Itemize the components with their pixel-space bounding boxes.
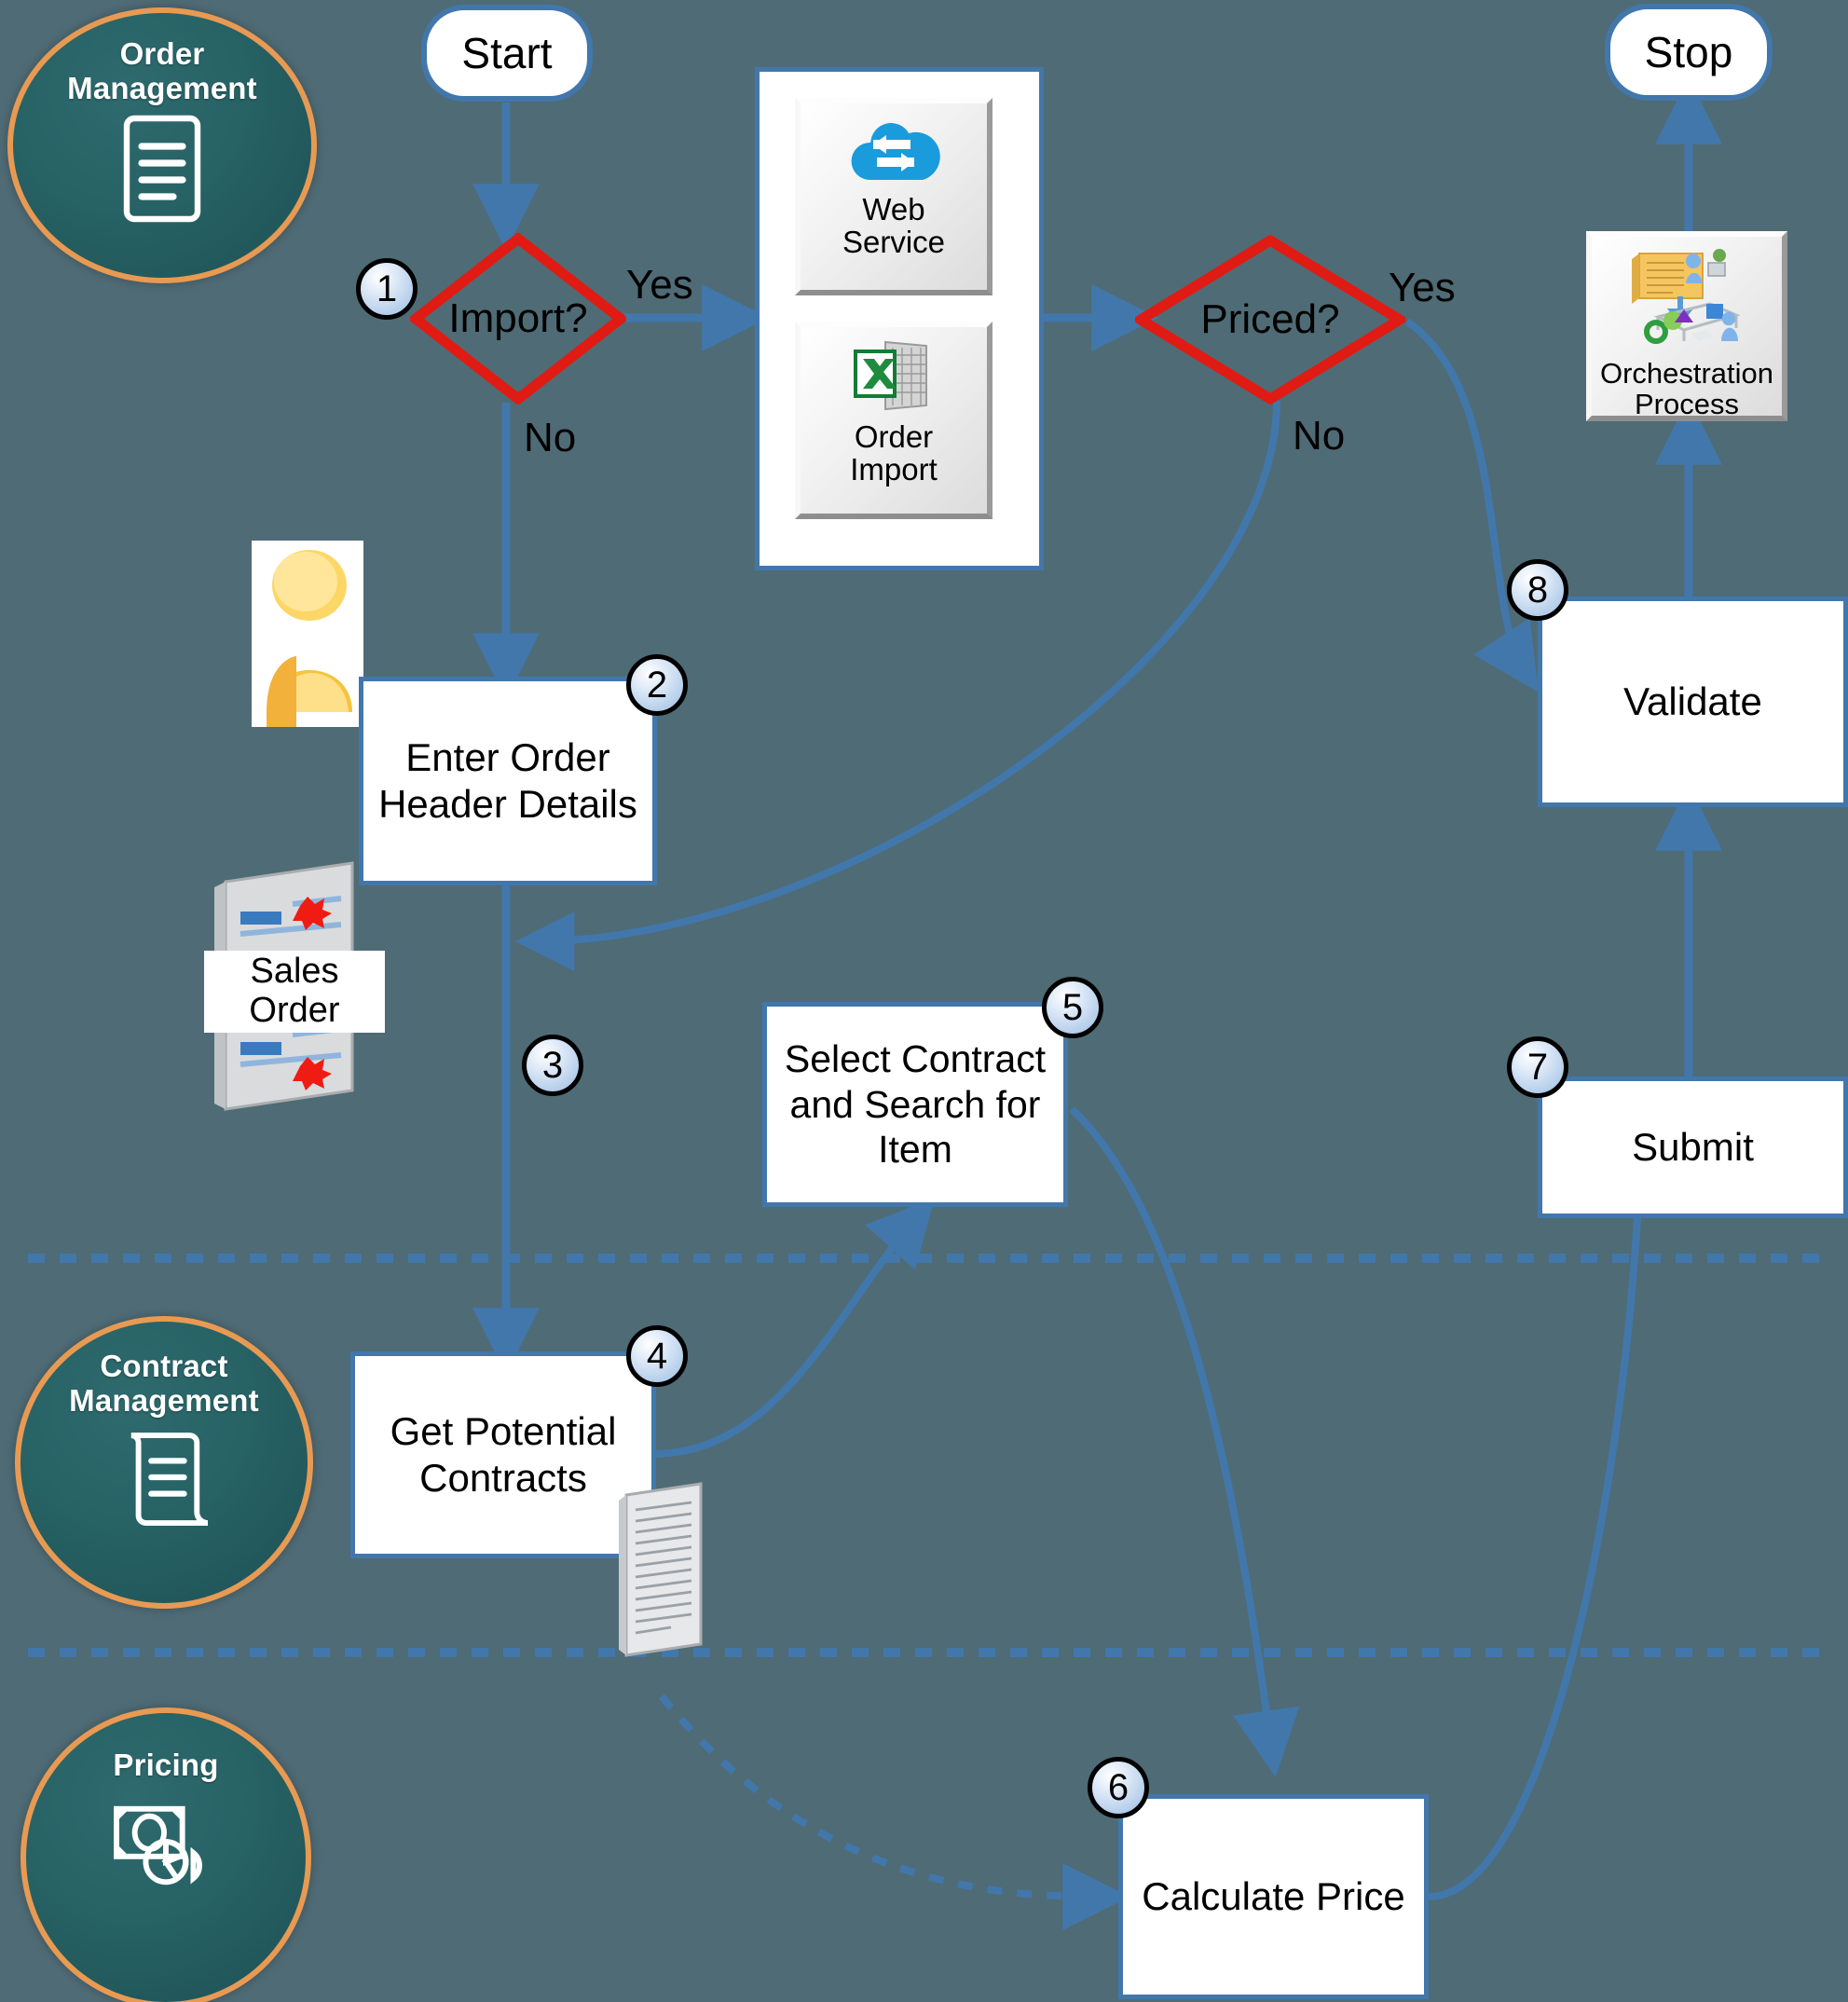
step-label: Validate bbox=[1623, 679, 1762, 724]
badge-step-4: 4 bbox=[626, 1325, 688, 1387]
edge-label-priced-no: No bbox=[1293, 413, 1346, 459]
lane-contract-management: Contract Management bbox=[15, 1316, 313, 1609]
lane-order-management-title: Order Management bbox=[67, 36, 257, 106]
badge-label: 6 bbox=[1107, 1766, 1129, 1808]
tile-label-line1: Web bbox=[862, 192, 925, 226]
sales-order-label: Sales Order bbox=[204, 951, 385, 1033]
badge-label: 1 bbox=[376, 267, 398, 309]
badge-step-5: 5 bbox=[1042, 977, 1103, 1038]
tile-order-import[interactable]: Order Import bbox=[795, 322, 992, 519]
badge-label: 2 bbox=[646, 664, 668, 706]
step-label: Select Contract and Search for Item bbox=[784, 1037, 1047, 1172]
lane-title-line2: Management bbox=[67, 70, 257, 105]
tile-orchestration-process-label: Orchestration Process bbox=[1599, 357, 1774, 420]
lane-title-line1: Order bbox=[119, 36, 205, 71]
lane-order-management: Order Management bbox=[7, 7, 317, 283]
tile-orchestration-process[interactable]: Orchestration Process bbox=[1586, 231, 1787, 421]
badge-label: 4 bbox=[646, 1335, 668, 1377]
badge-label: 3 bbox=[541, 1044, 564, 1086]
badge-step-2: 2 bbox=[626, 654, 688, 716]
lane-pricing: Pricing bbox=[21, 1707, 311, 2002]
step-calculate-price[interactable]: Calculate Price bbox=[1118, 1794, 1429, 1999]
edge-label-import-no: No bbox=[524, 415, 577, 460]
decision-import[interactable]: Import? bbox=[407, 232, 629, 405]
decision-import-shape bbox=[407, 232, 629, 405]
step-get-potential-contracts[interactable]: Get Potential Contracts bbox=[350, 1351, 656, 1558]
tile-order-import-label: Order Import bbox=[850, 419, 938, 487]
step-label: Enter Order Header Details bbox=[378, 735, 637, 826]
badge-label: 8 bbox=[1526, 569, 1549, 610]
decision-priced[interactable]: Priced? bbox=[1130, 234, 1410, 405]
document-list-icon bbox=[117, 112, 207, 230]
lane-title-line2: Management bbox=[69, 1382, 259, 1418]
terminator-start-label: Start bbox=[461, 29, 553, 77]
lane-title-line1: Pricing bbox=[113, 1748, 219, 1782]
decision-priced-label: Priced? bbox=[1200, 296, 1340, 342]
badge-label: 7 bbox=[1526, 1046, 1549, 1088]
cloud-exchange-icon bbox=[843, 113, 944, 190]
edge-label-priced-yes: Yes bbox=[1389, 265, 1456, 310]
tile-label-line1: Order bbox=[854, 419, 934, 454]
step-enter-order-header-details[interactable]: Enter Order Header Details bbox=[359, 677, 657, 885]
terminator-start[interactable]: Start bbox=[421, 5, 593, 102]
decision-import-label: Import? bbox=[448, 295, 588, 341]
edge-label-import-yes: Yes bbox=[626, 262, 693, 308]
contract-document-icon bbox=[615, 1480, 712, 1659]
tile-label-line2: Import bbox=[850, 451, 938, 487]
badge-step-7: 7 bbox=[1507, 1036, 1568, 1098]
tile-label-line2: Service bbox=[842, 224, 946, 259]
step-label: Calculate Price bbox=[1142, 1874, 1405, 1919]
badge-step-1: 1 bbox=[356, 258, 418, 320]
terminator-stop-label: Stop bbox=[1644, 28, 1733, 76]
tile-label-line2: Process bbox=[1635, 387, 1739, 420]
tile-label-line1: Orchestration bbox=[1599, 357, 1774, 390]
decision-priced-shape bbox=[1130, 234, 1410, 405]
orchestration-diagram-icon bbox=[1621, 246, 1753, 355]
badge-step-6: 6 bbox=[1088, 1757, 1149, 1818]
lane-pricing-title: Pricing bbox=[113, 1748, 218, 1783]
badge-label: 5 bbox=[1061, 986, 1084, 1028]
badge-step-8: 8 bbox=[1507, 559, 1568, 621]
terminator-stop[interactable]: Stop bbox=[1605, 4, 1773, 101]
excel-spreadsheet-icon bbox=[844, 336, 943, 418]
artifact-label-line2: Order bbox=[249, 990, 340, 1030]
step-label: Get Potential Contracts bbox=[390, 1409, 617, 1500]
price-chart-icon bbox=[109, 1798, 223, 1901]
artifact-label-line1: Sales bbox=[250, 952, 339, 991]
badge-step-3: 3 bbox=[522, 1035, 583, 1096]
user-person-icon bbox=[252, 541, 363, 727]
tile-web-service[interactable]: Web Service bbox=[795, 98, 992, 295]
lane-contract-management-title: Contract Management bbox=[69, 1349, 259, 1419]
import-channel-group: Web Service bbox=[755, 67, 1044, 570]
lane-title-line1: Contract bbox=[100, 1349, 228, 1383]
scroll-contract-icon bbox=[120, 1424, 209, 1539]
step-validate[interactable]: Validate bbox=[1538, 596, 1848, 807]
step-select-contract-and-search-for-item[interactable]: Select Contract and Search for Item bbox=[762, 1002, 1068, 1207]
step-label: Submit bbox=[1632, 1125, 1754, 1170]
step-submit[interactable]: Submit bbox=[1538, 1076, 1848, 1218]
tile-web-service-label: Web Service bbox=[842, 192, 946, 259]
